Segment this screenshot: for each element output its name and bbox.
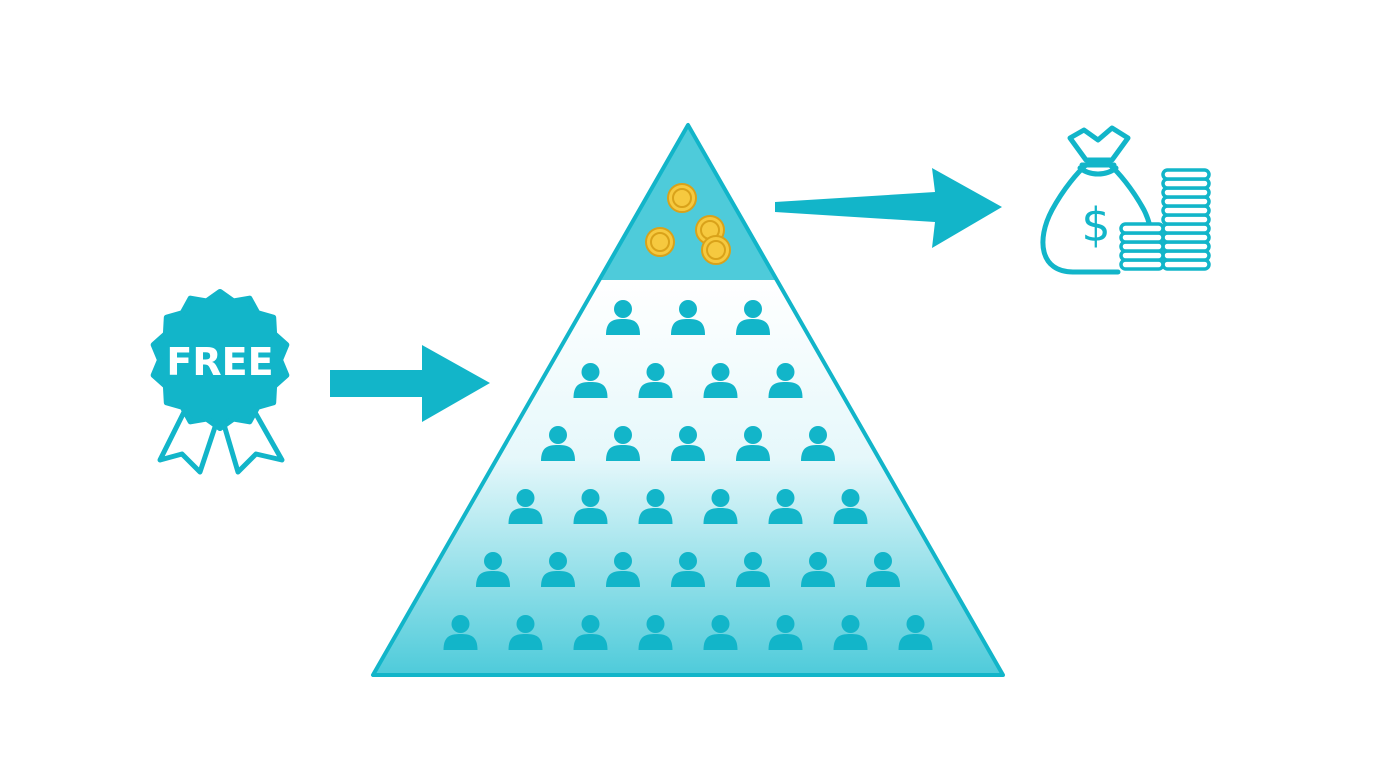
money-reward: $ — [1040, 125, 1211, 275]
person-icon — [833, 489, 868, 524]
badge-seal-shape — [150, 289, 290, 431]
person-icon — [768, 489, 803, 524]
pyramid-outline — [371, 123, 1005, 677]
free-award-badge: FREE — [150, 289, 290, 475]
person-icon — [801, 552, 835, 587]
pyramid-members — [443, 300, 933, 650]
gold-coin — [701, 235, 731, 265]
person-icon — [541, 426, 575, 461]
person-icon — [768, 363, 803, 398]
person-icon — [671, 426, 705, 461]
person-icon — [573, 363, 608, 398]
person-icon — [703, 615, 738, 650]
person-icon — [606, 552, 640, 587]
coin-stack-icon — [1119, 168, 1211, 271]
money-bag-icon — [1040, 125, 1154, 275]
person-icon — [703, 363, 738, 398]
badge-label: FREE — [166, 340, 273, 384]
person-icon — [443, 615, 478, 650]
person-icon — [671, 300, 705, 335]
person-icon — [736, 426, 770, 461]
pyramid-base-tiers — [373, 125, 1003, 675]
gold-coins-icon — [645, 183, 731, 265]
person-icon — [508, 489, 543, 524]
person-icon — [541, 552, 575, 587]
person-icon — [736, 300, 770, 335]
gold-coin — [667, 183, 697, 213]
person-icon — [638, 615, 673, 650]
person-icon — [703, 489, 738, 524]
award-ribbon-icon — [150, 289, 290, 475]
person-icon — [866, 552, 900, 587]
person-icon — [898, 615, 933, 650]
person-icon — [833, 615, 868, 650]
person-icon — [638, 489, 673, 524]
person-icon — [573, 489, 608, 524]
dollar-symbol: $ — [1081, 198, 1110, 252]
input-arrow — [330, 345, 490, 422]
person-icon — [638, 363, 673, 398]
gold-coin — [645, 227, 675, 257]
person-icon — [606, 300, 640, 335]
output-arrow — [775, 168, 1002, 248]
person-icon — [801, 426, 835, 461]
person-icon — [671, 552, 705, 587]
coin-stack — [1119, 222, 1165, 271]
person-icon — [476, 552, 510, 587]
person-icon — [736, 552, 770, 587]
person-icon — [606, 426, 640, 461]
person-icon — [768, 615, 803, 650]
person-icon — [573, 615, 608, 650]
coin-stack — [1161, 168, 1211, 271]
person-icon — [508, 615, 543, 650]
